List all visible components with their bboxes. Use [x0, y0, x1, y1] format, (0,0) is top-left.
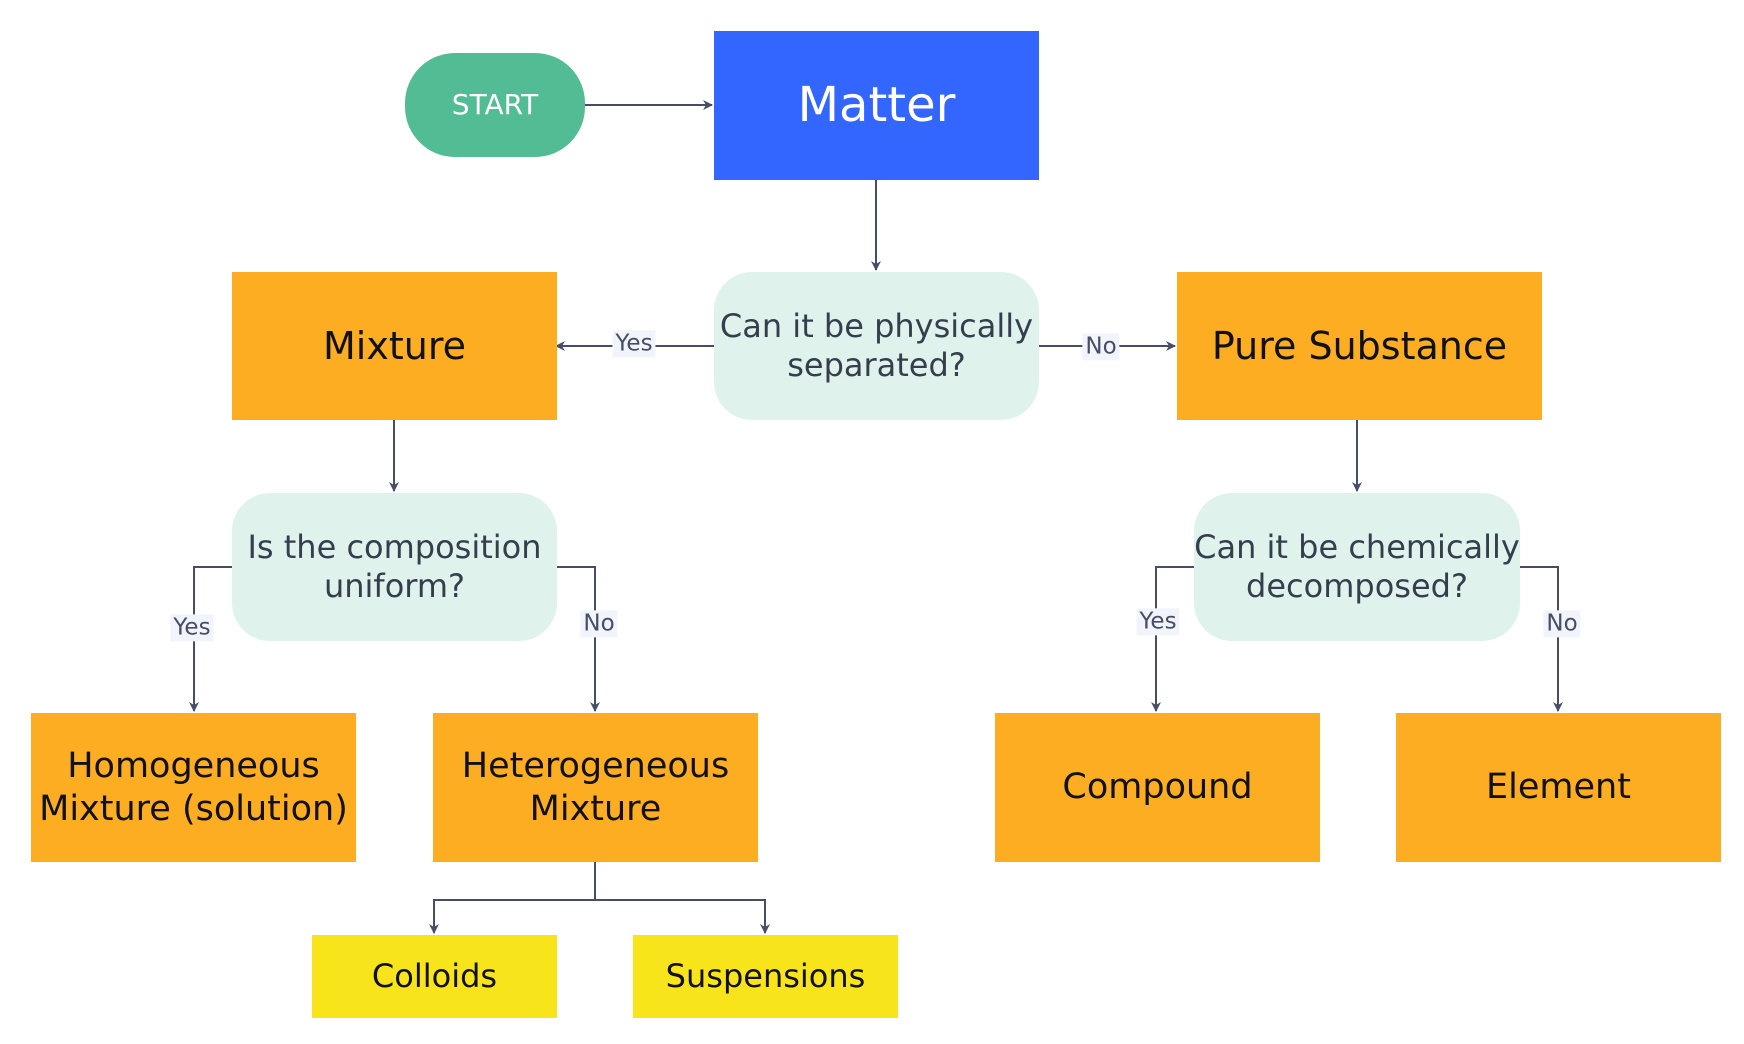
edge-label-chemical-yes: Yes — [1136, 608, 1180, 636]
pure-substance-node: Pure Substance — [1177, 272, 1542, 420]
composition-uniform-question: Is the composition uniform? — [232, 493, 557, 641]
edge-label-uniform-no: No — [580, 610, 618, 638]
start-node: START — [405, 53, 585, 157]
edge-label-physical-no: No — [1082, 333, 1120, 361]
edge-label-uniform-yes: Yes — [170, 614, 214, 642]
edge-uniform-no — [557, 566, 600, 712]
element-node: Element — [1396, 713, 1721, 862]
colloids-node: Colloids — [312, 935, 557, 1018]
edge-hetero-to-colloids — [429, 862, 596, 934]
compound-node: Compound — [995, 713, 1320, 862]
suspensions-node: Suspensions — [633, 935, 898, 1018]
homogeneous-mixture-node: Homogeneous Mixture (solution) — [31, 713, 356, 862]
heterogeneous-mixture-node: Heterogeneous Mixture — [433, 713, 758, 862]
edge-chemical-yes — [1151, 566, 1194, 712]
edge-label-physical-yes: Yes — [612, 330, 656, 358]
edge-uniform-yes — [189, 566, 232, 712]
mixture-node: Mixture — [232, 272, 557, 420]
edge-chemical-no — [1520, 566, 1563, 712]
matter-node: Matter — [714, 31, 1039, 180]
chemically-decomposed-question: Can it be chemically decomposed? — [1194, 493, 1520, 641]
edge-hetero-to-suspensions — [595, 899, 770, 934]
physically-separated-question: Can it be physically separated? — [714, 272, 1039, 420]
edge-label-chemical-no: No — [1543, 610, 1581, 638]
